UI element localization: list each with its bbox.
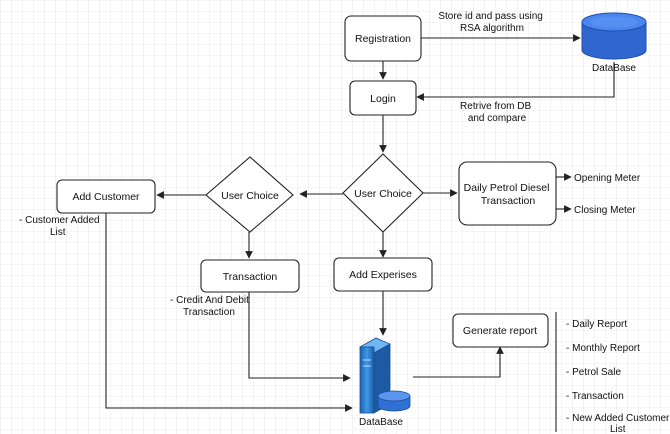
report-item: - Daily Report: [566, 319, 627, 330]
user-choice-main-decision: User Choice: [342, 153, 424, 233]
user-choice-left-label: User Choice: [221, 190, 279, 202]
database-cylinder-icon: [581, 12, 647, 60]
edge-transaction-to-db: [248, 292, 351, 382]
add-expenses-node: Add Experises: [333, 257, 433, 292]
add-expenses-label: Add Experises: [349, 269, 417, 281]
connectors: [105, 34, 615, 432]
report-item: - Monthly Report: [566, 343, 640, 354]
daily-transaction-label: Daily Petrol Diesel Transaction: [464, 182, 553, 207]
generate-report-node: Generate report: [452, 313, 549, 348]
generate-report-label: Generate report: [463, 325, 537, 337]
daily-petrol-diesel-transaction-node: Daily Petrol Diesel Transaction: [458, 161, 557, 226]
server-database-icon: [359, 337, 411, 414]
edge-db-to-report: [413, 346, 504, 378]
transaction-node: Transaction: [200, 259, 300, 293]
closing-meter-label: Closing Meter: [574, 205, 636, 216]
store-rsa-label: Store id and pass using RSA algorithm: [438, 11, 545, 34]
opening-meter-label: Opening Meter: [574, 173, 641, 184]
credit-debit-label: - Credit And Debit Transaction: [170, 295, 252, 318]
report-list: - Daily Report - Monthly Report - Petrol…: [566, 319, 670, 434]
report-item: - Petrol Sale: [566, 367, 621, 378]
edge-db-to-login: [416, 62, 615, 101]
database-top-label: DataBase: [592, 63, 636, 74]
report-item: - New Added Customer List: [566, 413, 670, 434]
transaction-label: Transaction: [223, 271, 278, 283]
database-bottom-label: DataBase: [359, 417, 403, 428]
login-label: Login: [370, 93, 396, 105]
add-customer-label: Add Customer: [72, 191, 140, 203]
retrieve-label: Retrive from DB and compare: [460, 101, 534, 124]
user-choice-left-decision: User Choice: [205, 156, 294, 233]
edge-addcustomer-to-db: [105, 213, 353, 412]
add-customer-node: Add Customer: [56, 179, 156, 214]
report-item: - Transaction: [566, 391, 624, 402]
login-node: Login: [349, 80, 417, 116]
registration-node: Registration: [344, 15, 422, 62]
registration-label: Registration: [355, 33, 411, 45]
user-choice-main-label: User Choice: [354, 188, 412, 200]
customer-added-list-label: - Customer Added List: [19, 215, 102, 238]
